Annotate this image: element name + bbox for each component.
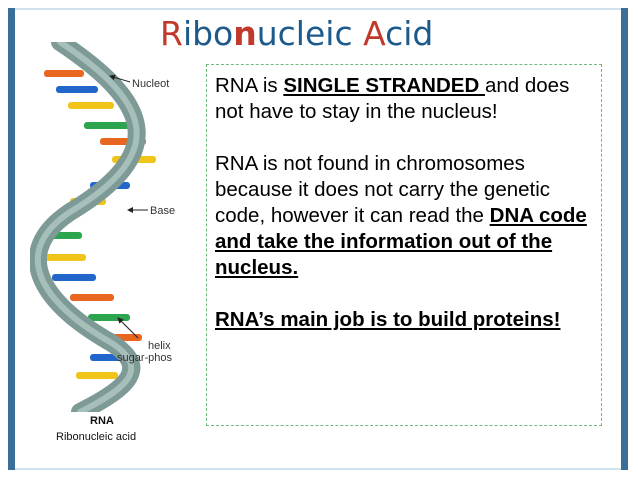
paragraph-main-job: RNA’s main job is to build proteins! — [215, 308, 561, 331]
p1-emphasis: SINGLE STRANDED — [283, 74, 485, 97]
nucleotide-pointer — [109, 74, 131, 83]
helix-base-3 — [84, 122, 134, 129]
title-segment-ucleic: ucleic — [256, 14, 364, 53]
p2-emphasis: DNA code and take the information out of… — [215, 204, 587, 279]
right-frame-bar — [621, 8, 628, 470]
helix-base-0 — [44, 70, 84, 77]
title-letter-a: A — [363, 14, 386, 53]
helix-base-10 — [52, 274, 96, 281]
paragraph-gap — [215, 125, 595, 151]
helix-pointer — [117, 317, 139, 339]
helix-base-12 — [88, 314, 130, 321]
helix-base-11 — [70, 294, 114, 301]
helix-base-9 — [44, 254, 86, 261]
label-nucleotide: Nucleot — [132, 78, 170, 90]
label-sugar-phosphate: sugar-phos — [117, 352, 173, 364]
title-segment-cid: cid — [385, 14, 434, 53]
left-frame-bar — [8, 8, 15, 470]
helix-backbone-highlight — [35, 42, 140, 412]
content-text-box: RNA is SINGLE STRANDED and does not have… — [206, 64, 602, 426]
paragraph-chromosomes: RNA is not found in chromosomes because … — [215, 151, 595, 281]
p2-lead: RNA is not found in chromosomes because … — [215, 152, 551, 227]
title-letter-r: R — [160, 14, 183, 53]
helix-base-15 — [76, 372, 118, 379]
label-base: Base — [150, 205, 176, 217]
diagram-subcaption: Ribonucleic acid — [56, 431, 137, 443]
title-segment-ibo: ibo — [182, 14, 234, 53]
p1-lead: RNA is — [215, 74, 284, 97]
helix-base-1 — [56, 86, 98, 93]
paragraph-single-stranded: RNA is SINGLE STRANDED and does not have… — [215, 73, 595, 125]
diagram-caption: RNA — [90, 415, 114, 427]
p1-tail: and does not have to stay in the nucleus… — [215, 74, 570, 123]
slide-title: Ribonucleic Acid — [160, 14, 433, 54]
paragraph-gap — [215, 281, 595, 307]
helix-base-2 — [68, 102, 114, 109]
label-helix: helix — [148, 340, 171, 352]
title-letter-n: n — [233, 14, 257, 53]
rna-helix-diagram — [30, 42, 156, 412]
